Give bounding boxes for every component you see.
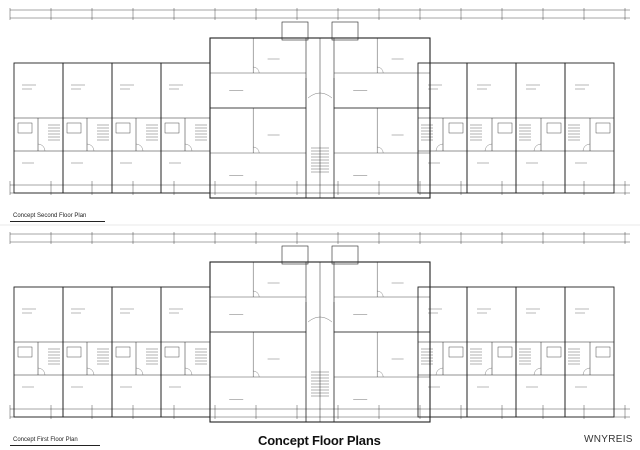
second-floor-door-swing: [253, 66, 260, 74]
first-floor-plan-label: Concept First Floor Plan: [13, 437, 78, 443]
first-floor-bath-fixture: [164, 346, 180, 358]
second-floor-door-swing: [484, 143, 493, 152]
second-floor-bath-fixture: [115, 122, 131, 134]
second-floor-bath-fixture: [595, 122, 611, 134]
first-floor-door-swing: [86, 367, 95, 376]
first-floor-door-swing: [253, 370, 260, 378]
first-floor-bath-fixture: [497, 346, 513, 358]
second-floor-door-swing: [37, 143, 46, 152]
second-floor-door-swing: [184, 143, 193, 152]
second-floor-entry-arc: [307, 92, 333, 99]
first-floor-door-swing: [135, 367, 144, 376]
first-floor-door-swing: [582, 367, 591, 376]
first-floor-right-unit-4: [564, 286, 615, 418]
second-floor-bath-fixture: [17, 122, 33, 134]
first-floor-core-room: [281, 245, 309, 265]
first-floor-core-room: [331, 245, 359, 265]
first-floor-label-underline: [10, 445, 100, 446]
first-floor-bath-fixture: [448, 346, 464, 358]
second-floor-door-swing: [582, 143, 591, 152]
second-floor-door-swing: [253, 146, 260, 154]
second-floor-door-swing: [377, 66, 384, 74]
first-floor-bath-fixture: [66, 346, 82, 358]
second-floor-bath-fixture: [164, 122, 180, 134]
first-floor-door-swing: [533, 367, 542, 376]
first-floor-entry-arc: [307, 316, 333, 323]
second-floor-label-underline: [10, 221, 105, 222]
second-floor-core-room: [331, 21, 359, 41]
second-floor-door-swing: [533, 143, 542, 152]
second-floor-core-room: [281, 21, 309, 41]
first-floor-door-swing: [253, 290, 260, 298]
second-floor-bath-fixture: [497, 122, 513, 134]
second-floor-right-unit-4: [564, 62, 615, 194]
second-floor-bath-fixture: [546, 122, 562, 134]
second-floor-door-swing: [435, 143, 444, 152]
first-floor-door-swing: [184, 367, 193, 376]
second-floor-door-swing: [86, 143, 95, 152]
first-floor-bath-fixture: [17, 346, 33, 358]
second-floor-door-swing: [135, 143, 144, 152]
first-floor-door-swing: [37, 367, 46, 376]
second-floor-door-swing: [377, 146, 384, 154]
second-floor-bath-fixture: [66, 122, 82, 134]
page-title: Concept Floor Plans: [258, 433, 381, 448]
first-floor-door-swing: [377, 370, 384, 378]
watermark: WNYREIS: [584, 434, 633, 445]
first-floor-bath-fixture: [115, 346, 131, 358]
second-floor-plan-label: Concept Second Floor Plan: [13, 213, 87, 219]
second-floor-bath-fixture: [448, 122, 464, 134]
first-floor-bath-fixture: [595, 346, 611, 358]
first-floor-door-swing: [377, 290, 384, 298]
first-floor-bath-fixture: [546, 346, 562, 358]
first-floor-door-swing: [484, 367, 493, 376]
first-floor-door-swing: [435, 367, 444, 376]
